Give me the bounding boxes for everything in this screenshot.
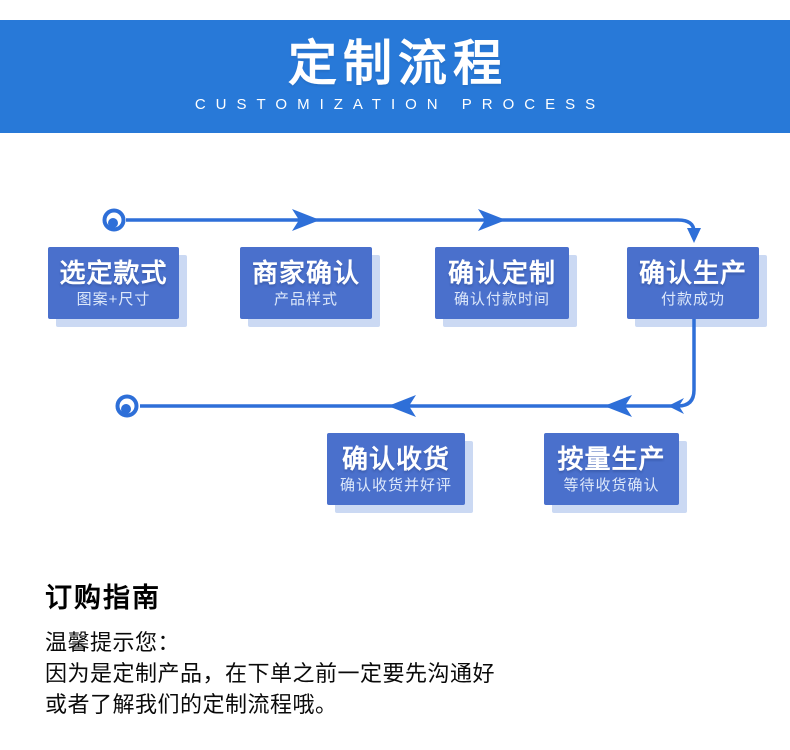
start-node-icon bbox=[102, 208, 126, 232]
arrow-right-icon bbox=[478, 209, 506, 231]
end-node-icon bbox=[115, 394, 139, 418]
step-title: 商家确认 bbox=[251, 257, 360, 288]
step-box-merchant-confirm: 商家确认 产品样式 bbox=[240, 247, 372, 319]
flow-line-return bbox=[677, 319, 696, 408]
step-subtitle: 产品样式 bbox=[273, 290, 338, 308]
step-subtitle: 确认付款时间 bbox=[453, 290, 550, 308]
step-box-confirm-production: 确认生产 付款成功 bbox=[627, 247, 759, 319]
guide-line-body-2: 或者了解我们的定制流程哦。 bbox=[45, 692, 338, 717]
guide-line-body-1: 因为是定制产品，在下单之前一定要先沟通好 bbox=[45, 661, 496, 686]
arrow-left-icon bbox=[388, 395, 416, 417]
step-subtitle: 付款成功 bbox=[660, 290, 725, 308]
step-title: 选定款式 bbox=[59, 257, 168, 288]
step-title: 确认收货 bbox=[341, 443, 450, 474]
step-box-select-style: 选定款式 图案+尺寸 bbox=[48, 247, 179, 319]
step-title: 按量生产 bbox=[557, 443, 666, 474]
page-subtitle: CUSTOMIZATION PROCESS bbox=[194, 96, 606, 113]
step-box-confirm-receipt: 确认收货 确认收货并好评 bbox=[327, 433, 465, 505]
step-subtitle: 图案+尺寸 bbox=[76, 290, 151, 308]
guide-section: 订购指南 温馨提示您： 因为是定制产品，在下单之前一定要先沟通好 或者了解我们的… bbox=[45, 576, 645, 720]
guide-heading: 订购指南 bbox=[45, 583, 161, 613]
arrow-left-icon bbox=[668, 398, 684, 414]
guide-line-reminder: 温馨提示您： bbox=[45, 630, 181, 655]
arrow-left-icon bbox=[604, 395, 632, 417]
flow-line-top bbox=[126, 218, 696, 233]
step-title: 确认定制 bbox=[447, 257, 556, 288]
step-box-confirm-customization: 确认定制 确认付款时间 bbox=[435, 247, 569, 319]
page-title: 定制流程 bbox=[287, 37, 508, 91]
step-title: 确认生产 bbox=[638, 257, 747, 288]
step-box-batch-production: 按量生产 等待收货确认 bbox=[544, 433, 679, 505]
step-subtitle: 确认收货并好评 bbox=[339, 476, 452, 494]
header-banner: 定制流程 CUSTOMIZATION PROCESS bbox=[0, 20, 790, 133]
arrow-right-icon bbox=[292, 209, 320, 231]
step-subtitle: 等待收货确认 bbox=[563, 476, 660, 494]
arrow-down-icon bbox=[687, 228, 701, 243]
